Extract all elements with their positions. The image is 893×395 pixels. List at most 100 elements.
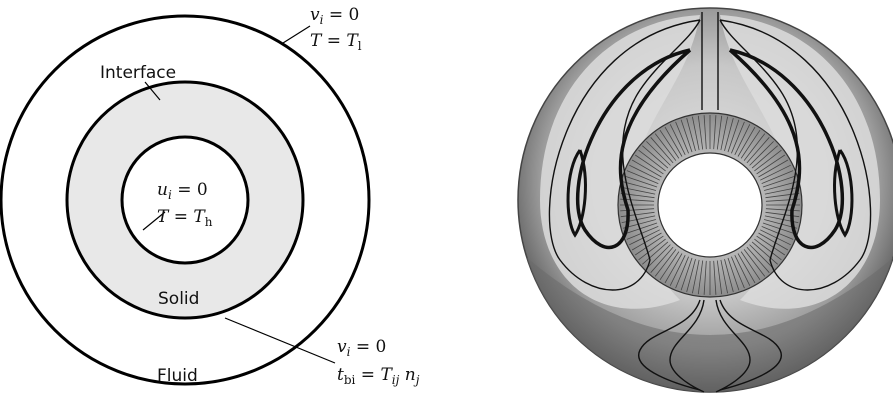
hatch-line [758, 232, 789, 251]
hatch-line [751, 241, 778, 265]
leader-interface-label [144, 81, 161, 101]
hatch-line [624, 175, 658, 188]
hatch-line [697, 115, 704, 150]
hatch-line [743, 133, 766, 161]
hatch-line [740, 129, 761, 159]
streamlines [548, 12, 872, 393]
hatch-line [731, 256, 745, 289]
bottom-dark-region [518, 250, 893, 392]
hatch-line [638, 238, 666, 261]
hatch-line [751, 145, 778, 169]
hatch-line [749, 141, 774, 166]
left-vortex-core [566, 149, 587, 238]
hatch-line [743, 249, 766, 277]
hatch-line [697, 260, 704, 295]
hatch-line [638, 149, 666, 172]
schematic-diagram: vi = 0 T = Tl Interface ui = 0 T = Th So… [0, 5, 420, 387]
inner-hole [657, 152, 763, 258]
hatch-line [686, 258, 696, 293]
hatch-line [762, 175, 796, 188]
hatch-line [646, 244, 671, 269]
hatch-line [756, 154, 786, 175]
hatch-line [654, 249, 677, 277]
right-bottom-line-2 [715, 299, 751, 393]
hatch-line [746, 246, 770, 273]
hatch-line [713, 260, 717, 295]
hatch-line [724, 117, 734, 152]
hatch-line [620, 208, 655, 212]
hatch-line [680, 119, 693, 153]
hatch-line [756, 235, 786, 256]
hatch-line [727, 257, 740, 291]
interface-bc-line1: vi = 0 [337, 337, 386, 359]
left-bottom-line-2 [669, 299, 705, 393]
hatch-line [659, 251, 680, 281]
hatch-line [716, 115, 723, 150]
hatch-line [634, 235, 664, 256]
hatch-line [765, 208, 800, 212]
hatch-line [664, 126, 683, 157]
hatch-line [727, 119, 740, 153]
hatch-line [758, 159, 789, 178]
hatch-line [642, 241, 669, 265]
leader-interface-bc [224, 317, 336, 364]
hatch-line [650, 246, 674, 273]
hatch-line [720, 259, 728, 294]
interface-label: Interface [100, 63, 176, 83]
hatch-line [720, 116, 728, 151]
hatch-line [642, 145, 669, 169]
hatch-line [763, 181, 798, 191]
outer-bc-line2: T = Tl [310, 31, 362, 53]
hatch-line [749, 244, 774, 269]
hatch-line [692, 259, 700, 294]
left-vortex-outer [548, 19, 701, 291]
right-vortex-inner [728, 48, 844, 250]
hatch-line [631, 159, 662, 178]
hatch-line [626, 226, 659, 240]
solid-label: Solid [158, 289, 199, 309]
hatch-line [761, 170, 794, 184]
hatch-line [675, 121, 689, 154]
outer-bc-line1: vi = 0 [310, 5, 359, 27]
hatch-line [746, 137, 770, 164]
left-bottom-line [638, 299, 701, 391]
inner-bc-line1: ui = 0 [157, 180, 208, 202]
hatch-line [631, 232, 662, 251]
hatch-line [669, 255, 686, 286]
hatch-line [724, 258, 734, 293]
leader-inner-bc [142, 211, 166, 231]
hatch-line [731, 121, 745, 154]
hatch-line [654, 133, 677, 161]
hatch-line [734, 255, 751, 286]
hatch-line [620, 192, 655, 199]
leader-outer-bc [282, 25, 311, 44]
inner-bc-line2: T = Th [157, 207, 213, 229]
right-vortex-outer [719, 19, 872, 291]
left-vortex-inner [576, 48, 692, 250]
hatch-line [713, 115, 717, 150]
fluid-label: Fluid [157, 366, 198, 386]
inner-boundary-circle [120, 135, 250, 265]
hatch-line [634, 154, 664, 175]
hatch-line [703, 260, 707, 295]
interface-bc-line2: tbi = Tij nj [337, 365, 420, 387]
hatch-line [624, 222, 658, 235]
hatch-line [659, 129, 680, 159]
hatch-line [754, 149, 782, 172]
right-vortex-core [833, 149, 854, 238]
hatch-line [740, 251, 761, 281]
hatch-line [754, 238, 782, 261]
hatch-line [760, 229, 791, 246]
hatch-line [734, 124, 751, 155]
hatch-line [646, 141, 671, 166]
hatch-line [650, 137, 674, 164]
hatch-line [622, 181, 657, 191]
hatch-line [762, 222, 796, 235]
simulation-flow-field [517, 7, 893, 393]
hatch-line [760, 164, 791, 181]
hatch-line [626, 170, 659, 184]
hatch-line [629, 164, 660, 181]
hatch-line [664, 253, 683, 284]
hatch-line [692, 116, 700, 151]
